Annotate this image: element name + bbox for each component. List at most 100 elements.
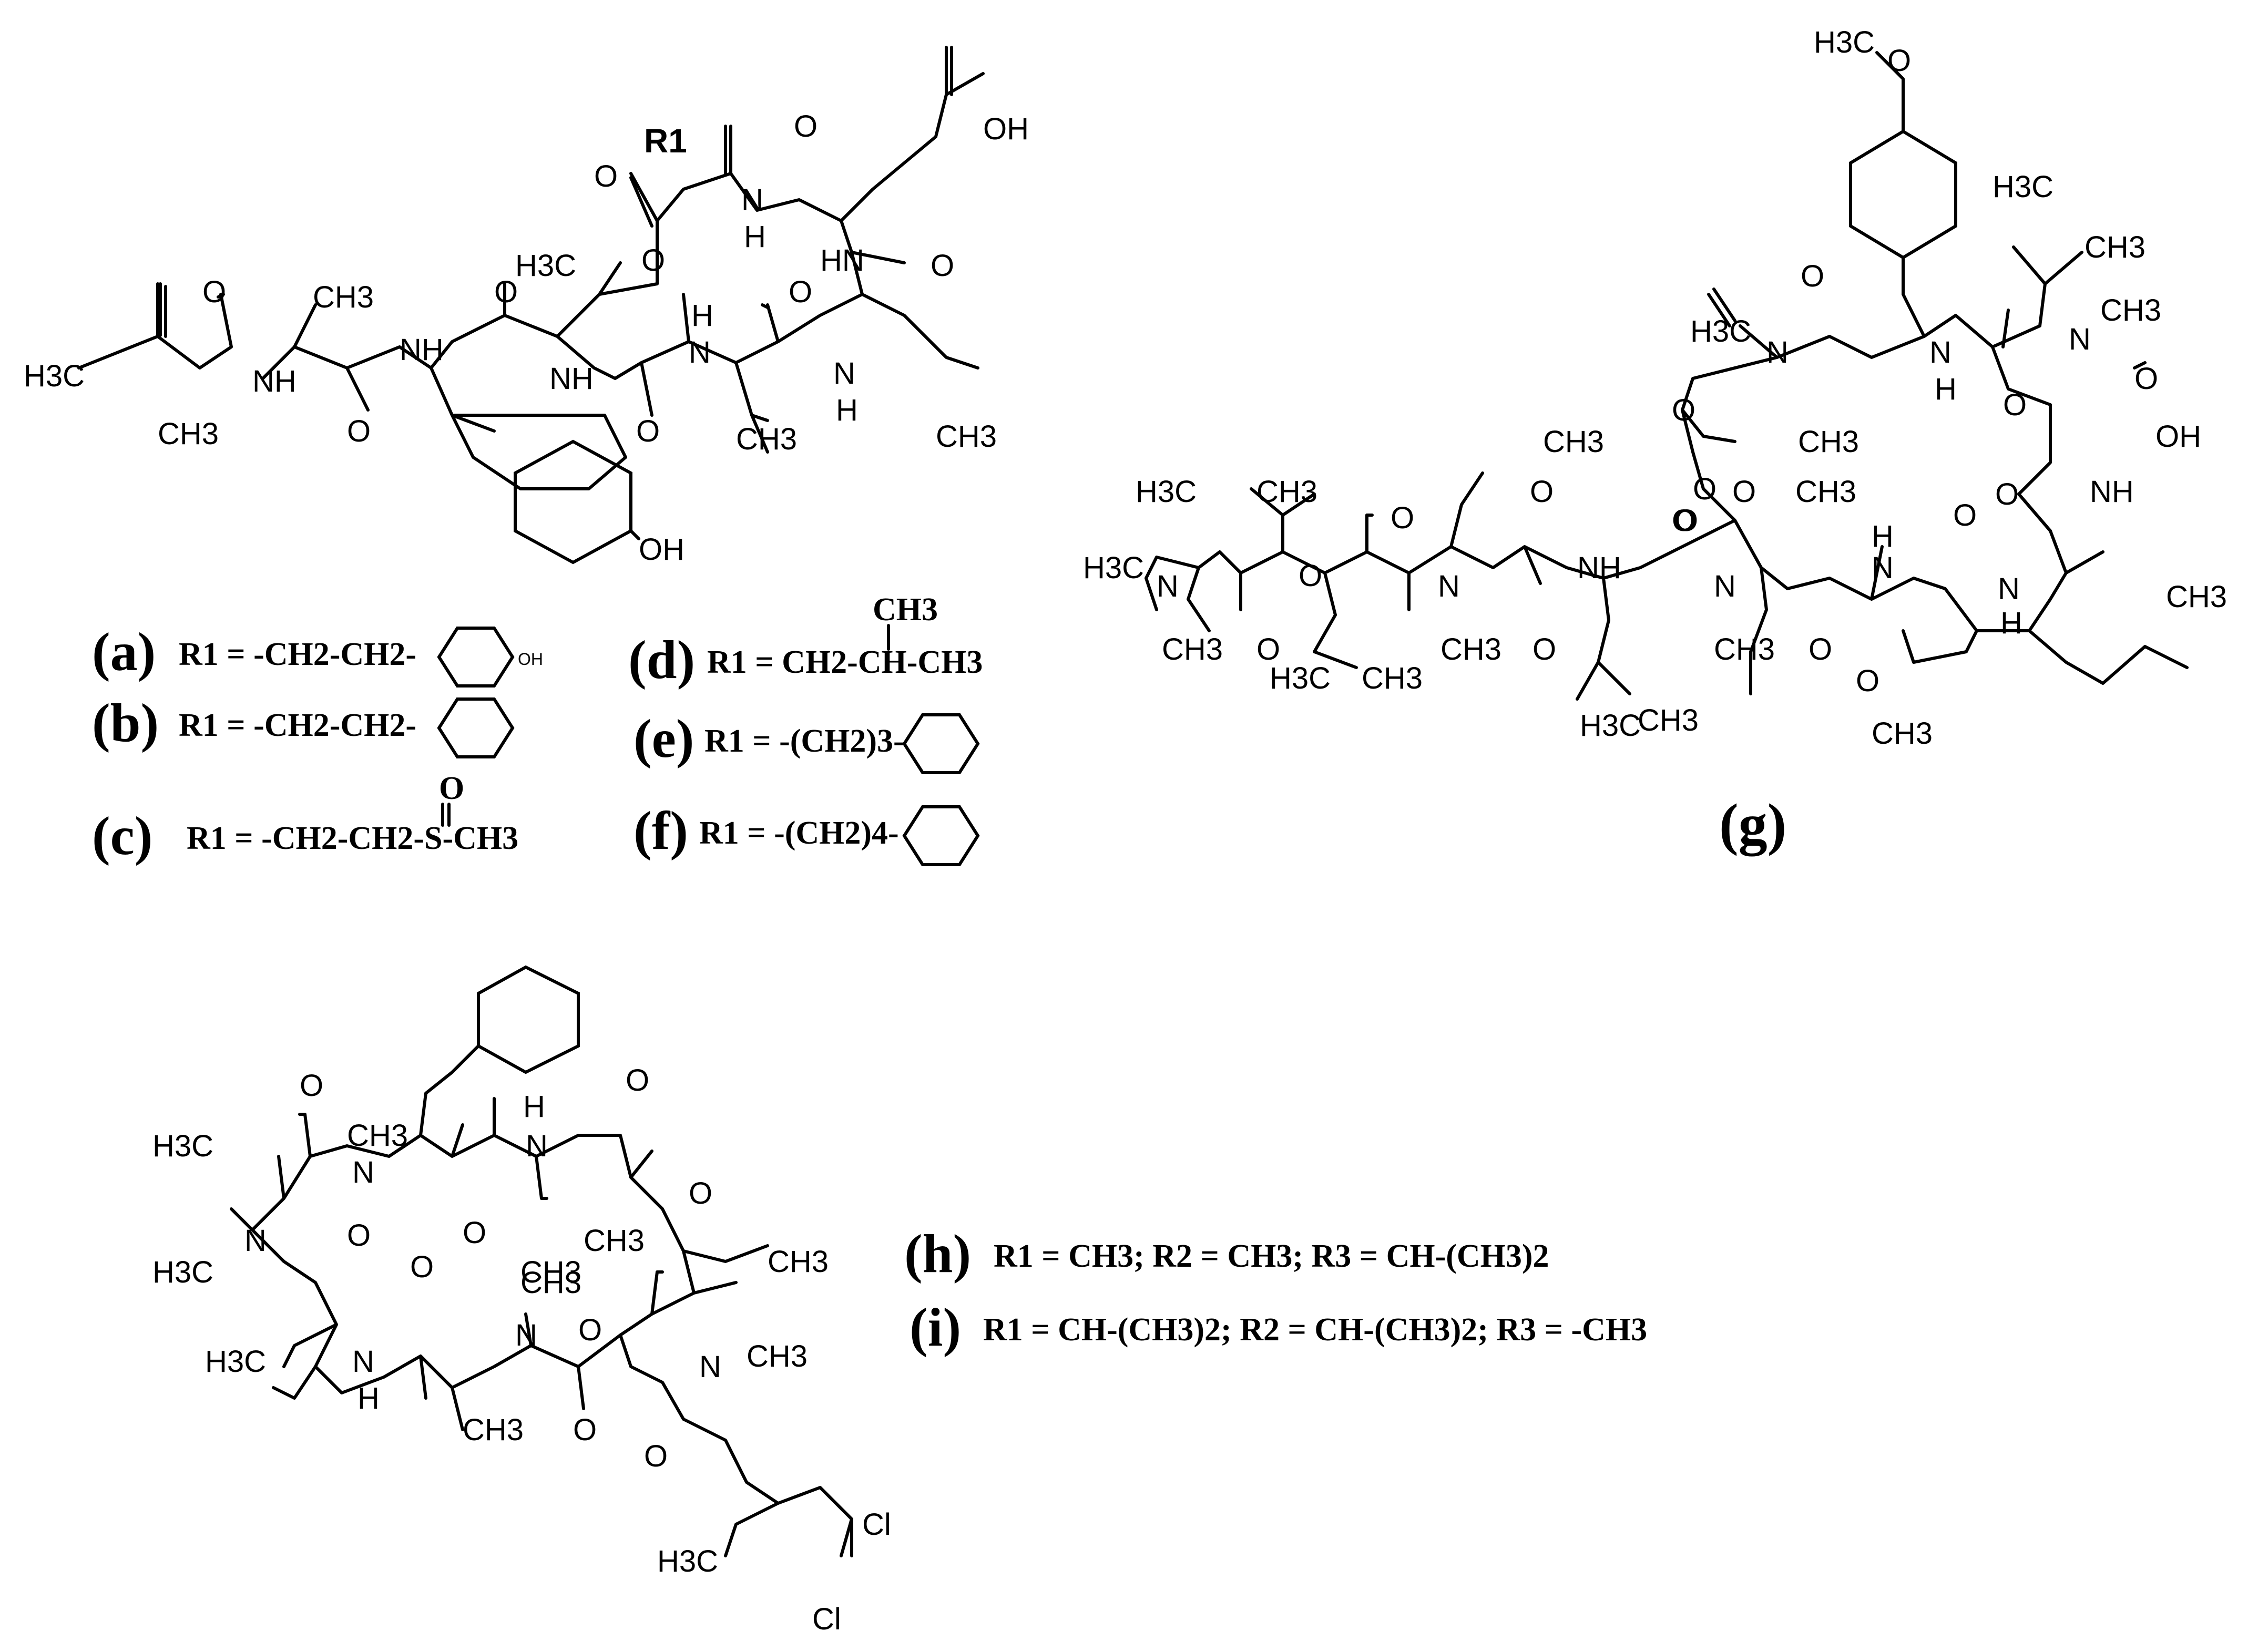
g-atom-ch3-k: CH3 (1440, 632, 1501, 666)
g-atom-o-l: O (1532, 632, 1556, 666)
g-atom-o-i: O (1995, 477, 2019, 511)
g-atom-ch3-thr: CH3 (1795, 475, 1856, 509)
atom-h3c-far: H3C (24, 359, 85, 393)
atom-oh-acid: OH (983, 112, 1029, 146)
atom-ch3-ala: CH3 (736, 422, 797, 456)
atom-nh1: NH (252, 364, 297, 398)
atom-o-left: O (202, 275, 226, 309)
structure-bottom: O CH3 H3C N H N O O O CH3 O H3C N CH3 O … (152, 965, 891, 1636)
atom-o-mid: O (789, 275, 812, 309)
b-atom-o-i: O (644, 1439, 668, 1473)
g-atom-o-m: O (1672, 504, 1695, 538)
atom-o-phe: O (494, 275, 518, 309)
variant-f-text: R1 = -(CH2)4- (699, 815, 899, 851)
g-atom-o-ome2: O (1530, 475, 1554, 509)
variant-d-text: R1 = CH2-CH-CH3 (707, 644, 983, 680)
atom-h-top: H (744, 220, 766, 254)
g-atom-n-nme: N (1157, 569, 1179, 603)
g-atom-ch3-leu: CH3 (2085, 230, 2145, 264)
g-atom-n-m: N (1714, 569, 1736, 603)
b-atom-o-d: O (689, 1176, 712, 1210)
g-atom-h3c-nme: H3C (1083, 551, 1144, 585)
variant-b-label: (b) (92, 693, 159, 753)
g-atom-o-f: O (1391, 501, 1414, 535)
g-atom-h3c-n: H3C (1690, 314, 1751, 348)
g-atom-o-a: O (1801, 259, 1824, 293)
g-atom-ch3-leu2: CH3 (1638, 703, 1699, 737)
atom-nh2: NH (400, 333, 444, 367)
g-atom-h3c-ival: H3C (1270, 661, 1331, 695)
b-atom-ch3-a: CH3 (347, 1119, 408, 1153)
g-atom-ch3-m: CH3 (1714, 632, 1775, 666)
atom-o-low2: O (636, 414, 660, 448)
g-atom-h3co: H3C (1814, 25, 1875, 59)
g-atom-o-e: O (1693, 472, 1717, 506)
variant-f-label: (f) (634, 801, 688, 861)
g-atom-n-k: N (1438, 569, 1460, 603)
b-atom-h3c-e: H3C (152, 1255, 213, 1289)
atom-o-low1: O (347, 414, 371, 448)
g-atom-o-j: O (1299, 559, 1322, 593)
b-atom-n-h: N (699, 1350, 721, 1384)
atom-h3c-mid: H3C (515, 249, 576, 283)
atom-ch3-right: CH3 (936, 419, 997, 454)
variant-h-text: R1 = CH3; R2 = CH3; R3 = CH-(CH3)2 (994, 1238, 1549, 1274)
variant-i: (i) R1 = CH-(CH3)2; R2 = CH-(CH3)2; R3 =… (910, 1297, 1647, 1358)
b-atom-o-b: O (463, 1216, 486, 1250)
variant-c-oxygen: O (439, 771, 464, 806)
g-atom-o-c: O (2134, 362, 2158, 396)
atom-n-mid: N (689, 335, 711, 370)
variant-e: (e) R1 = -(CH2)3- (634, 709, 980, 774)
g-atom-ch3-ome3: CH3 (1872, 716, 1933, 751)
b-atom-h3c-i: H3C (657, 1544, 718, 1578)
b-atom-n-b: N (526, 1129, 548, 1163)
variant-b: (b) R1 = -CH2-CH2- (92, 693, 515, 758)
g-atom-nh-a: N (1929, 335, 1952, 370)
variant-h: (h) R1 = CH3; R2 = CH3; R3 = CH-(CH3)2 (904, 1224, 1549, 1284)
atom-h-mid: H (691, 299, 713, 333)
b-atom-h-a: H (523, 1090, 545, 1124)
variant-f: (f) R1 = -(CH2)4- (634, 801, 980, 866)
atom-nh3: NH (549, 362, 594, 396)
atom-oh-phenol: OH (639, 532, 684, 567)
g-atom-o-o: O (1953, 498, 1977, 532)
variant-c-text: R1 = -CH2-CH2-S-CH3 (187, 820, 518, 856)
b-atom-ch3-d: CH3 (584, 1224, 645, 1258)
variant-i-label: (i) (910, 1297, 961, 1358)
b-atom-cl1: Cl (862, 1507, 891, 1542)
variant-c-label: (c) (92, 806, 152, 866)
b-atom-cl2: Cl (812, 1602, 841, 1636)
b-atom-o-a: O (300, 1069, 323, 1103)
structure-g: H3C O H3C CH3 H3C N O N H O N CH3 O O H O… (1083, 25, 2227, 856)
g-atom-ch3-val: CH3 (1256, 475, 1317, 509)
b-atom-o-h: O (573, 1413, 597, 1447)
g-atom-n-o: N (1998, 572, 2020, 606)
atom-o-ring: O (641, 243, 665, 278)
g-atom-ch3-ome2: CH3 (1543, 425, 1604, 459)
variant-b-text: R1 = -CH2-CH2- (179, 707, 416, 743)
b-atom-h-f: H (357, 1381, 380, 1415)
g-atom-h3c-val: H3C (1136, 475, 1197, 509)
atom-o-top: O (794, 109, 818, 143)
variant-e-label: (e) (634, 709, 694, 769)
b-atom-ch3-e: CH3 (768, 1245, 829, 1279)
b-atom-n-a: N (352, 1155, 374, 1189)
g-atom-h-n: H (1872, 519, 1894, 553)
variant-d: (d) R1 = CH2-CH-CH3 CH3 (628, 592, 983, 690)
atom-o-ester: O (594, 159, 618, 193)
atom-n-right: N (833, 356, 855, 391)
atom-nh-top: N (741, 183, 763, 217)
b-atom-o-g: O (578, 1313, 602, 1347)
b-atom-n-e: N (244, 1224, 267, 1258)
g-atom-h3c-leu: H3C (1993, 170, 2053, 204)
b-atom-n-g: N (515, 1318, 537, 1352)
g-atom-n-n: N (1872, 551, 1894, 585)
b-atom-o-c: O (626, 1063, 649, 1097)
atom-ch3-tail: CH3 (158, 417, 219, 451)
g-atom-o-n: O (1809, 632, 1832, 666)
b-atom-nh-f: N (352, 1345, 374, 1379)
variants-bottom: (h) R1 = CH3; R2 = CH3; R3 = CH-(CH3)2 (… (904, 1224, 1647, 1358)
g-atom-n-b: N (2069, 322, 2091, 356)
g-atom-h-a: H (1935, 372, 1957, 406)
